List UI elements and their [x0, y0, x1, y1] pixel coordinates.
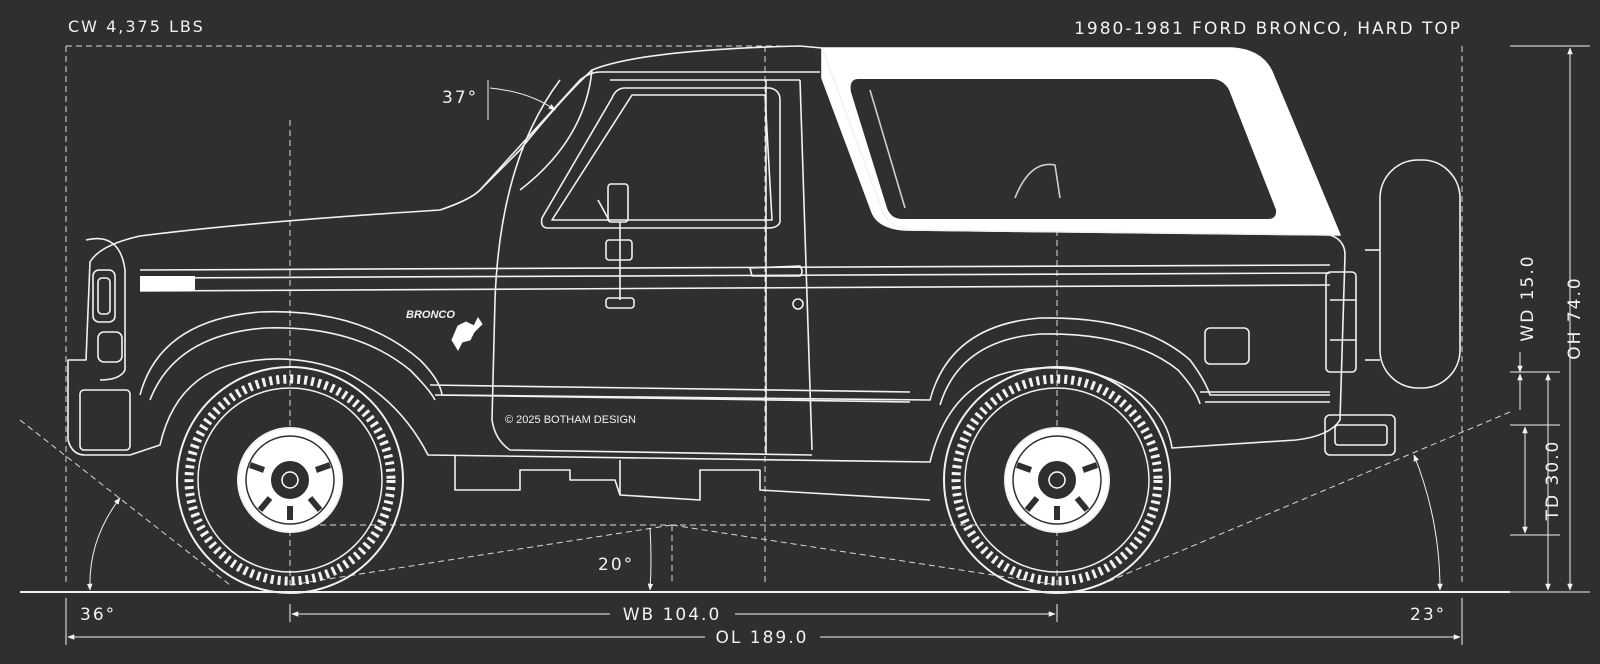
- front-wheel: [176, 366, 404, 594]
- fuel-door: [1204, 327, 1250, 365]
- breakover-angle-label: 20°: [598, 555, 634, 575]
- door-window: [540, 87, 781, 229]
- angle-arcs: [86, 80, 1443, 591]
- side-mirror: [607, 183, 629, 223]
- tire-diameter-label: TD 30.0: [1543, 440, 1563, 522]
- windshield: [479, 71, 820, 191]
- wheelbase-label: WB 104.0: [623, 605, 722, 625]
- curb-weight-label: CW 4,375 LBS: [68, 17, 205, 36]
- windshield-angle-label: 37°: [442, 88, 478, 108]
- departure-angle-label: 23°: [1410, 605, 1446, 625]
- overall-length-label: OL 189.0: [716, 628, 809, 648]
- rear-bumper: [1324, 414, 1396, 456]
- wheel-depth-label: WD 15.0: [1518, 254, 1538, 341]
- headlight: [92, 269, 116, 323]
- body-outline: [67, 45, 1346, 463]
- copyright-text: © 2025 BOTHAM DESIGN: [505, 414, 636, 426]
- vehicle-title: 1980-1981 FORD BRONCO, HARD TOP: [1074, 19, 1462, 39]
- overall-height-label: OH 74.0: [1565, 276, 1585, 359]
- horizontal-dimensions: [65, 598, 1463, 645]
- front-bumper: [79, 389, 131, 451]
- approach-angle-label: 36°: [80, 605, 116, 625]
- taillight: [1325, 271, 1357, 373]
- vehicle-illustration: [67, 45, 1461, 501]
- rear-wheel: [943, 366, 1171, 594]
- door-outline: [491, 79, 813, 456]
- horse-emblem-icon: [451, 317, 483, 352]
- bronco-badge: BRONCO: [406, 309, 455, 321]
- vertical-dimensions: [1510, 45, 1590, 593]
- spare-tire: [1379, 159, 1461, 389]
- guide-lines: [19, 45, 1511, 586]
